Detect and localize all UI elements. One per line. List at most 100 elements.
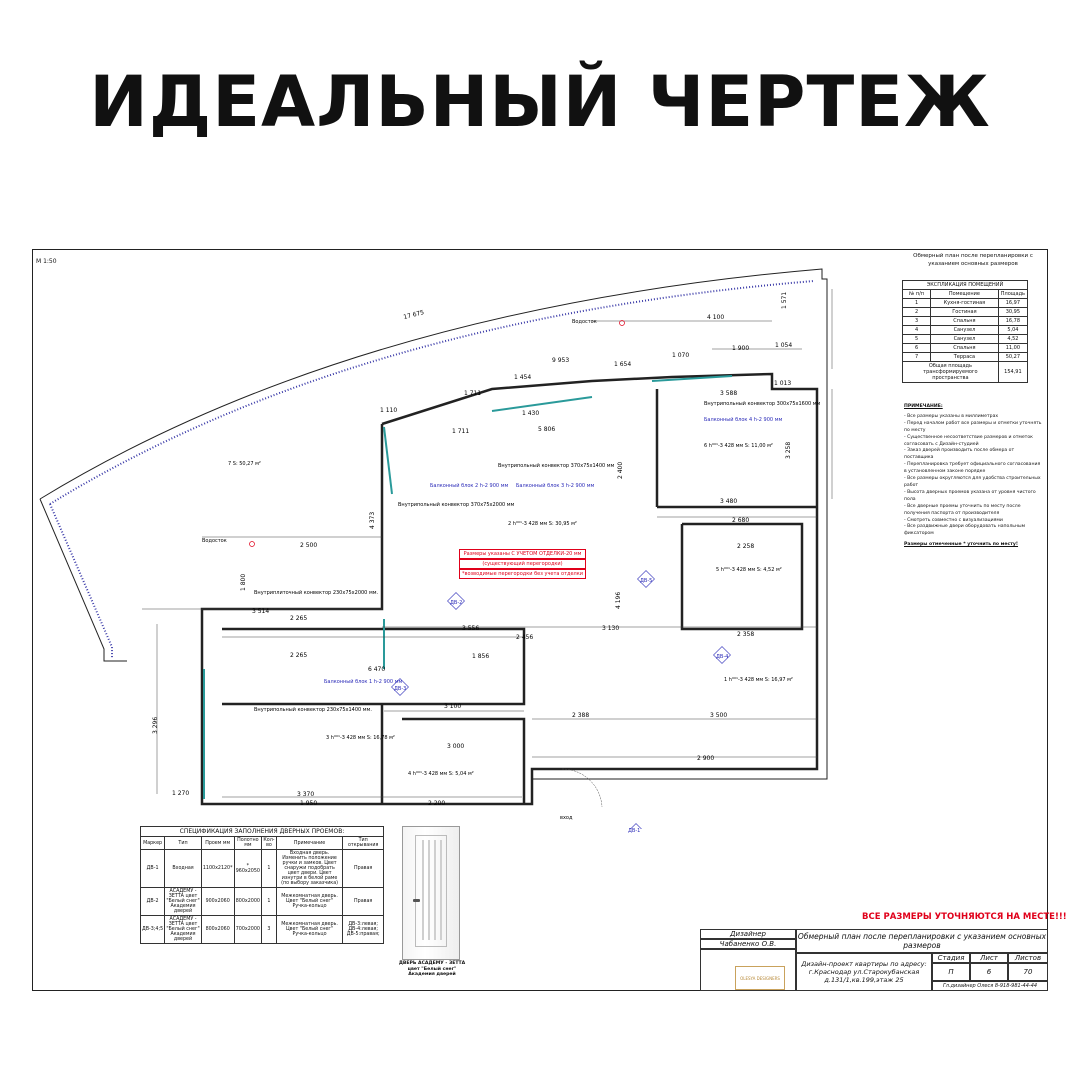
waterpipe-icon bbox=[619, 320, 625, 326]
sheets-label: Листов bbox=[1008, 953, 1048, 963]
notes-list: - Все размеры указаны в миллиметрах- Пер… bbox=[904, 414, 1044, 538]
spec-cell: Входная дверь. Изменить положение ручки … bbox=[275, 849, 344, 888]
spec-header-cell: Тип bbox=[164, 836, 202, 850]
conditioner-label: Внутрипольный конвектор 370х75х2000 мм bbox=[398, 501, 515, 508]
room-label-2: 2 h⁰⁰¹-3 428 мм S: 30,95 м² bbox=[508, 521, 577, 527]
dim-3480: 3 480 bbox=[720, 498, 737, 505]
warning-text: ВСЕ РАЗМЕРЫ УТОЧНЯЮТСЯ НА МЕСТЕ!!! bbox=[862, 912, 1067, 922]
notes-title: ПРИМЕЧАНИЕ: bbox=[904, 404, 943, 409]
dim-4196: 4 196 bbox=[615, 592, 622, 609]
svg-text:ДВ-2: ДВ-2 bbox=[450, 600, 462, 606]
explication-cell: 30,95 bbox=[997, 307, 1029, 317]
spec-header-cell: Примечание bbox=[275, 836, 344, 850]
dim-9953: 9 953 bbox=[552, 357, 569, 364]
spec-table: СПЕЦИФИКАЦИЯ ЗАПОЛНЕНИЯ ДВЕРНЫХ ПРОЕМОВ:… bbox=[139, 826, 384, 944]
dim-2265b: 2 265 bbox=[290, 652, 307, 659]
door-panel bbox=[415, 835, 447, 947]
dim-1950: 1 950 bbox=[300, 800, 317, 807]
door-image bbox=[402, 826, 460, 960]
spec-cell: 1100х2120* bbox=[200, 849, 235, 888]
glazing bbox=[203, 375, 733, 799]
note-item: - Перед началом работ все размеры и отме… bbox=[904, 420, 1042, 433]
balcony-label: Балконный блок 2 h-2 900 мм bbox=[430, 482, 508, 489]
explication-cell: Спальня bbox=[930, 343, 999, 353]
dim-1856: 1 856 bbox=[472, 653, 489, 660]
spec-header-cell: Кол-во bbox=[261, 836, 277, 850]
explication-cell: 3 bbox=[901, 316, 932, 326]
explication-cell: Кухня-гостиная bbox=[930, 298, 999, 308]
explication-cell: Санузел bbox=[930, 325, 999, 335]
spec-cell: 800х2000 bbox=[233, 887, 263, 916]
entrance-door-arc bbox=[561, 768, 603, 808]
note-item: - Заказ дверей производить после обмера … bbox=[904, 448, 1015, 461]
dim-3588: 3 588 bbox=[720, 390, 737, 397]
dim-1800: 1 800 bbox=[240, 574, 247, 591]
note-item: - Все размеры указаны в миллиметрах bbox=[904, 413, 999, 419]
stage-label: Стадия bbox=[932, 953, 970, 963]
waterpipe-icon bbox=[249, 541, 255, 547]
explication-cell: 2 bbox=[901, 307, 932, 317]
spec-cell: Правая bbox=[342, 887, 384, 916]
svg-text:ДВ-3: ДВ-3 bbox=[394, 686, 406, 692]
dim-2500: 2 500 bbox=[300, 542, 317, 549]
room-label-4: 4 h⁰⁰¹-3 428 мм S: 5,04 м² bbox=[408, 771, 474, 777]
spec-cell: 3 bbox=[261, 915, 277, 944]
explication-cell: 4,52 bbox=[997, 334, 1029, 344]
dim-1110: 1 110 bbox=[380, 407, 397, 414]
dim-3556: 3 556 bbox=[462, 625, 479, 632]
dim-3370: 3 370 bbox=[297, 791, 314, 798]
stamp-project: Дизайн-проект квартиры по адресу: г.Крас… bbox=[796, 953, 932, 991]
dim-1711: 1 711 bbox=[464, 390, 481, 397]
spec-cell: Межкомнатная дверь. Цвет "Белый снег" Ру… bbox=[275, 887, 344, 916]
note-item: - Все раздвижные двери оборудовать напол… bbox=[904, 524, 1026, 537]
room-label-5: 5 h⁰⁰¹-3 428 мм S: 4,52 м² bbox=[716, 567, 782, 573]
explication-cell: 7 bbox=[901, 352, 932, 362]
stage-value: П bbox=[932, 963, 970, 981]
drawing-sheet bbox=[32, 249, 1048, 991]
room-label-7: 7 S: 50,27 м² bbox=[228, 461, 261, 467]
explication-total-label: Общая площадь трансформируемого простран… bbox=[902, 361, 999, 383]
explication-cell: Гостиная bbox=[930, 307, 999, 317]
door-marker-db5 bbox=[637, 570, 655, 588]
notes-tail: Размеры отмеченные * уточнить по месту! bbox=[904, 542, 1019, 548]
dim-3130: 3 130 bbox=[602, 625, 619, 632]
dim-1054: 1 054 bbox=[775, 342, 792, 349]
note-item: - Существенное несоответствие размеров и… bbox=[904, 434, 1033, 447]
explication-cell: 16,97 bbox=[997, 298, 1029, 308]
explication-cell: 16,78 bbox=[997, 316, 1029, 326]
explication-cell: Санузел bbox=[930, 334, 999, 344]
dim-6470: 6 470 bbox=[368, 666, 385, 673]
spec-header-cell: Маркер bbox=[139, 836, 166, 850]
note-item: - Перепланировка требует официального со… bbox=[904, 462, 1041, 475]
svg-text:ДВ-5: ДВ-5 bbox=[640, 578, 652, 584]
note-item: - Все дверные проемы уточнить по месту п… bbox=[904, 503, 1021, 516]
dim-17675: 17 675 bbox=[403, 309, 425, 321]
explication-col: Помещение bbox=[930, 289, 999, 299]
red-note: (существующий перегородки) bbox=[459, 559, 587, 569]
contact: Гл.дизайнер Олеся 8-918-981-44-44 bbox=[932, 981, 1048, 991]
conditioner-label: Внутрипольный конвектор 300х75х1600 мм bbox=[704, 400, 821, 407]
spec-cell: Межкомнатная дверь. Цвет "Белый снег" Ру… bbox=[275, 915, 344, 944]
dim-1711b: 1 711 bbox=[452, 428, 469, 435]
waterpipe-label-top: Водосток bbox=[572, 319, 597, 325]
dim-1270: 1 270 bbox=[172, 790, 189, 797]
spec-header-cell: Проем мм bbox=[200, 836, 235, 850]
explication-cell: 50,27 bbox=[997, 352, 1029, 362]
dim-1654: 1 654 bbox=[614, 361, 631, 368]
dim-2388: 2 388 bbox=[572, 712, 589, 719]
room-label-6: 6 h⁰⁰¹-3 428 мм S: 11,00 м² bbox=[704, 443, 773, 449]
red-note: Размеры указаны С УЧЕТОМ ОТДЕЛКИ-20 мм bbox=[459, 549, 587, 559]
dim-1430: 1 430 bbox=[522, 410, 539, 417]
explication-cell: 11,00 bbox=[997, 343, 1029, 353]
sheet-label: Лист bbox=[970, 953, 1008, 963]
scale-label: М 1:50 bbox=[36, 258, 57, 265]
conditioner-label: Внутрипольный конвектор 370х75х1400 мм bbox=[498, 462, 615, 469]
conditioner-label: Внутрипольный конвектор 230х75х1400 мм. bbox=[254, 706, 372, 713]
explication-cell: Спальня bbox=[930, 316, 999, 326]
dim-5806: 5 806 bbox=[538, 426, 555, 433]
dim-3500: 3 500 bbox=[710, 712, 727, 719]
